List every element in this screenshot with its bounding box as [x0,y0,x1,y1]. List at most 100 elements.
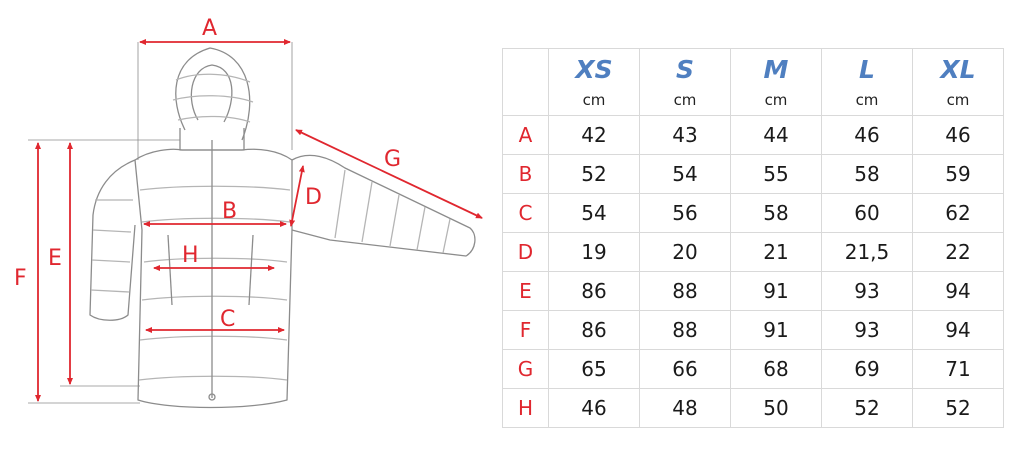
row-key: A [502,115,549,155]
table-cell: 86 [548,271,640,311]
right-sleeve-quilt [334,169,451,254]
table-cell: 91 [730,310,822,350]
row-key: H [502,388,549,428]
table-cell: 44 [730,115,822,155]
table-cell: 93 [821,310,913,350]
table-cell: 88 [639,271,731,311]
face-opening [190,64,233,123]
corner-cell [502,48,549,116]
label-e: E [48,246,62,271]
table-cell: 62 [912,193,1004,233]
table-cell: 91 [730,271,822,311]
table-cell: 71 [912,349,1004,389]
table-cell: 94 [912,271,1004,311]
unit-label: cm [673,91,697,109]
table-cell: 59 [912,154,1004,194]
table-cell: 52 [912,388,1004,428]
table-cell: 46 [821,115,913,155]
table-cell: 20 [639,232,731,272]
table-cell: 43 [639,115,731,155]
table-cell: 66 [639,349,731,389]
unit-label: cm [946,91,970,109]
table-cell: 46 [548,388,640,428]
zipper-pull [208,393,216,401]
row-key: D [502,232,549,272]
size-label: S [675,55,694,84]
left-pocket [167,234,173,306]
right-pocket [248,234,254,306]
table-cell: 93 [821,271,913,311]
table-cell: 55 [730,154,822,194]
left-sleeve-quilt [90,199,133,293]
table-cell: 65 [548,349,640,389]
hood-quilt [172,73,254,123]
size-label: L [859,55,875,84]
row-key: B [502,154,549,194]
table-cell: 21 [730,232,822,272]
dimension-arrows [35,39,483,402]
dimension-d-line [289,165,305,227]
table-cell: 58 [821,154,913,194]
hood-outline [175,47,251,141]
row-key: F [502,310,549,350]
unit-label: cm [855,91,879,109]
row-key: E [502,271,549,311]
row-key: C [502,193,549,233]
table-cell: 42 [548,115,640,155]
table-cell: 54 [639,154,731,194]
table-cell: 46 [912,115,1004,155]
table-cell: 94 [912,310,1004,350]
size-col-xl: XL cm [912,48,1004,116]
label-g: G [384,147,401,172]
left-sleeve [89,159,136,321]
table-cell: 22 [912,232,1004,272]
table-cell: 50 [730,388,822,428]
label-h: H [182,243,199,268]
table-cell: 60 [821,193,913,233]
table-cell: 21,5 [821,232,913,272]
dimension-labels: A B C D E F G H [14,16,401,332]
row-key: G [502,349,549,389]
table-cell: 19 [548,232,640,272]
label-b: B [222,199,237,224]
body-outline [134,148,293,409]
table-cell: 69 [821,349,913,389]
dimension-guides [28,42,293,404]
size-label: XL [940,55,976,84]
label-a: A [202,16,217,41]
table-cell: 68 [730,349,822,389]
jacket-illustration [89,47,476,409]
unit-label: cm [764,91,788,109]
table-cell: 52 [821,388,913,428]
table-cell: 58 [730,193,822,233]
table-cell: 56 [639,193,731,233]
label-d: D [305,185,322,210]
size-label: XS [575,55,613,84]
table-cell: 48 [639,388,731,428]
dimension-g-line [295,129,483,219]
label-c: C [220,307,235,332]
table-cell: 88 [639,310,731,350]
jacket-measurement-diagram: A B C D E F G H [14,16,483,409]
body-quilt [138,185,291,381]
table-cell: 54 [548,193,640,233]
label-f: F [14,266,27,291]
table-cell: 52 [548,154,640,194]
size-label: M [763,55,789,84]
